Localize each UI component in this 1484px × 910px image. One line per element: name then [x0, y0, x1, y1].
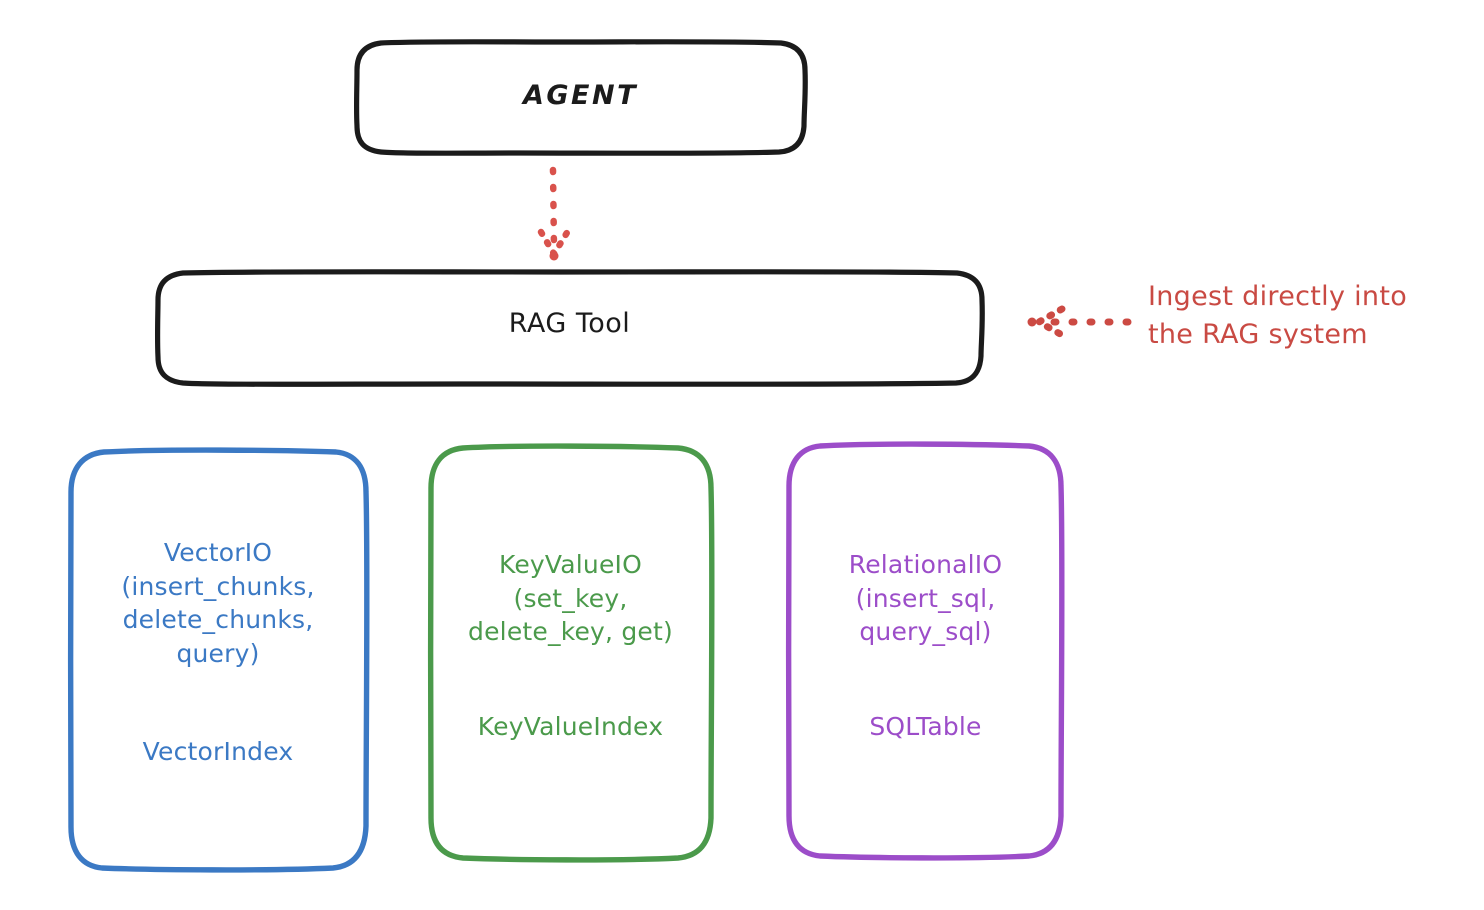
key-value-io-api-label: KeyValueIO (set_key, delete_key, get) [468, 550, 673, 646]
agent-to-ragtool-arrow [537, 166, 572, 261]
relational-io-box[interactable] [785, 441, 1065, 861]
vector-io-api-label: VectorIO (insert_chunks, delete_chunks, … [121, 538, 315, 668]
vector-io-box[interactable] [67, 447, 370, 873]
ingest-annotation-label: Ingest directly into the RAG system [1148, 281, 1408, 351]
agent-box[interactable] [353, 39, 808, 156]
vector-io-resource-label: VectorIndex [142, 737, 294, 766]
ingest-arrow [1027, 305, 1132, 339]
rag-tool-box[interactable] [154, 269, 985, 387]
key-value-io-resource-label: KeyValueIndex [477, 712, 664, 741]
key-value-io-box[interactable] [427, 443, 715, 863]
relational-io-resource-label: SQLTable [869, 712, 982, 741]
relational-io-api-label: RelationalIO (insert_sql, query_sql) [848, 550, 1003, 646]
